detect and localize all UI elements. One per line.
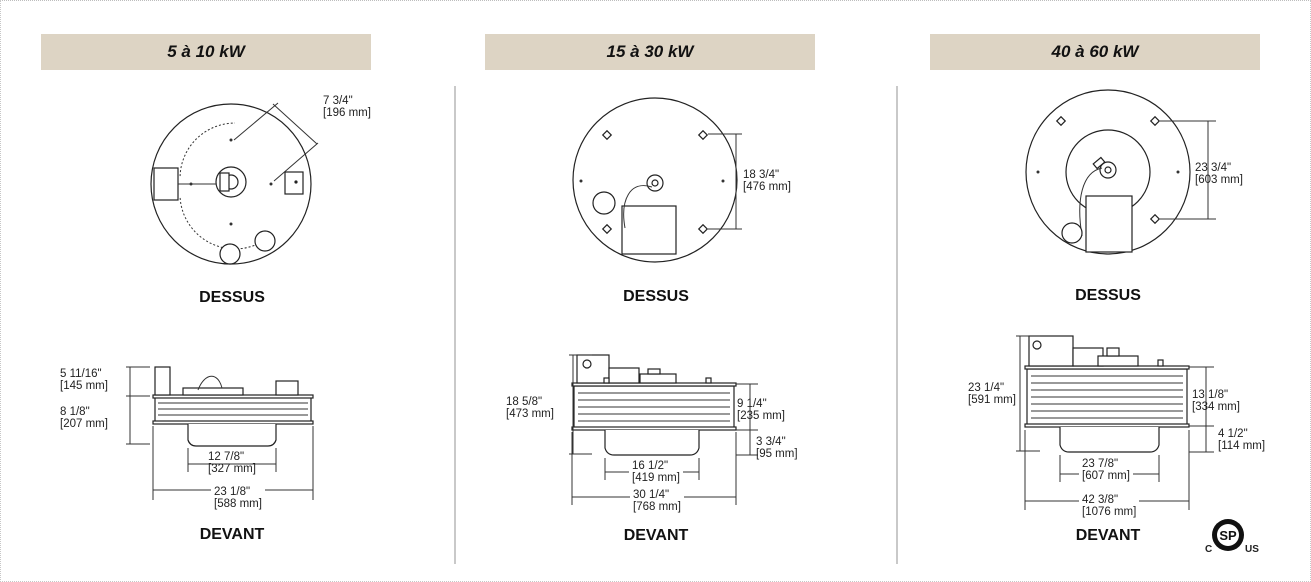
- p2-total-width: 30 1/4"[768 mm]: [630, 489, 684, 513]
- p3-total-width: 42 3/8"[1076 mm]: [1079, 494, 1140, 518]
- p2-base-width: 16 1/2"[419 mm]: [629, 460, 683, 484]
- p1-front-label: DEVANT: [199, 526, 265, 543]
- p3-coil-height: 13 1/8"[334 mm]: [1192, 389, 1240, 413]
- panel-2-title: 15 à 30 kW: [485, 34, 815, 70]
- panel-2-top-view: [572, 97, 742, 263]
- p1-total-width: 23 1/8"[588 mm]: [211, 486, 265, 510]
- p3-front-height: 23 1/4"[591 mm]: [968, 382, 1016, 406]
- p2-top-label: DESSUS: [623, 288, 689, 305]
- p3-base-height: 4 1/2"[114 mm]: [1218, 428, 1266, 452]
- p1-base-width: 12 7/8"[327 mm]: [208, 451, 256, 475]
- p3-front-label: DEVANT: [1075, 527, 1141, 544]
- p2-top-spacing: 18 3/4"[476 mm]: [743, 169, 791, 193]
- csa-right-mark: US: [1245, 544, 1259, 555]
- p3-top-label: DESSUS: [1075, 287, 1141, 304]
- panel-3-title: 40 à 60 kW: [930, 34, 1260, 70]
- p1-front-upper: 5 11/16"[145 mm]: [60, 368, 108, 392]
- p3-top-spacing: 23 3/4"[603 mm]: [1195, 162, 1243, 186]
- p2-front-height: 18 5/8"[473 mm]: [506, 396, 554, 420]
- p3-base-width: 23 7/8"[607 mm]: [1079, 458, 1133, 482]
- p1-top-label: DESSUS: [199, 289, 265, 306]
- p2-front-label: DEVANT: [623, 527, 689, 544]
- svg-text:SP: SP: [1219, 528, 1237, 543]
- p2-base-height: 3 3/4"[95 mm]: [756, 436, 798, 460]
- panel-3-top-view: [1025, 89, 1216, 255]
- panel-2-front-view: [569, 354, 758, 505]
- panel-3-front-view: [1016, 335, 1214, 510]
- csa-logo-icon: SP: [1212, 519, 1244, 551]
- p1-front-lower: 8 1/8"[207 mm]: [60, 406, 108, 430]
- panel-1-top-view: [150, 102, 319, 265]
- separator-2: [896, 86, 898, 564]
- panel-1-title: 5 à 10 kW: [41, 34, 371, 70]
- csa-left-mark: C: [1205, 544, 1213, 555]
- separator-1: [454, 86, 456, 564]
- p1-top-radius: 7 3/4"[196 mm]: [323, 95, 371, 119]
- p2-coil-height: 9 1/4"[235 mm]: [737, 398, 785, 422]
- panel-1-front-view: [126, 366, 314, 500]
